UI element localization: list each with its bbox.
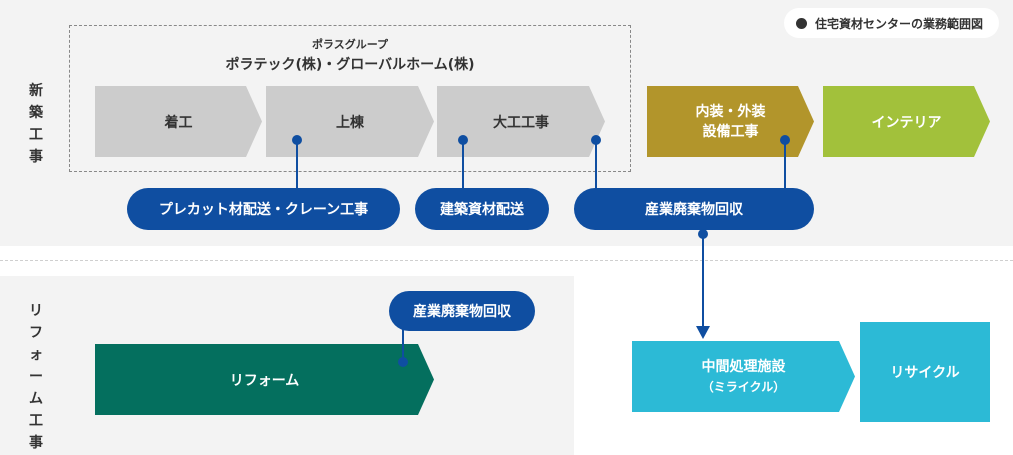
stage-naiso-label: 内装・外装 設備工事 xyxy=(696,102,766,142)
stage-processing-line1: 中間処理施設 xyxy=(701,358,786,375)
stage-reform: リフォーム xyxy=(95,344,434,415)
stage-naiso: 内装・外装 設備工事 xyxy=(647,86,814,157)
polus-group-box xyxy=(69,25,631,172)
legend-badge: 住宅資材センターの業務範囲図 xyxy=(783,8,999,38)
stage-jotou: 上棟 xyxy=(266,86,434,157)
stage-recycle-label: リサイクル xyxy=(890,365,960,381)
connector-line-waste-reform xyxy=(402,329,404,361)
stage-processing-line2: （ミライクル） xyxy=(701,379,786,394)
section-label-reform: リフォーム工事 xyxy=(29,303,43,451)
stage-jotou-label: 上棟 xyxy=(336,114,364,131)
connector-dot-waste-daiku xyxy=(591,135,601,145)
connector-line-waste-naiso xyxy=(784,140,786,190)
stage-processing-facility: 中間処理施設 （ミライクル） xyxy=(632,341,855,412)
legend-label: 住宅資材センターの業務範囲図 xyxy=(814,16,983,31)
section-label-new-construction: 新築工事 xyxy=(29,83,43,165)
stage-chakko: 着工 xyxy=(95,86,262,157)
stage-reform-label: リフォーム xyxy=(229,372,300,389)
service-waste-reform-label: 産業廃棄物回収 xyxy=(413,304,511,320)
connector-line-processing xyxy=(702,234,704,330)
stage-chakko-label: 着工 xyxy=(164,114,193,131)
connector-dot-materials xyxy=(458,135,468,145)
service-waste-reform-pill: 産業廃棄物回収 xyxy=(389,291,535,331)
section-divider xyxy=(0,260,1013,261)
stage-interior-label: インテリア xyxy=(871,114,942,131)
stage-naiso-line1: 内装・外装 xyxy=(695,103,766,120)
service-precut-pill: プレカット材配送・クレーン工事 xyxy=(127,188,400,230)
service-materials-label: 建築資材配送 xyxy=(440,202,524,218)
connector-line-precut xyxy=(296,140,298,190)
connector-dot-precut xyxy=(292,135,302,145)
connector-line-waste-daiku xyxy=(595,140,597,190)
service-materials-pill: 建築資材配送 xyxy=(415,188,549,230)
stage-interior: インテリア xyxy=(823,86,990,157)
group-title: ポラスグループ xyxy=(311,38,389,51)
service-waste-new-pill: 産業廃棄物回収 xyxy=(574,188,814,230)
stage-daiku-label: 大工工事 xyxy=(493,114,549,131)
connector-line-materials xyxy=(462,140,464,190)
stage-processing-label: 中間処理施設 （ミライクル） xyxy=(702,357,786,397)
connector-dot-waste-reform xyxy=(398,357,408,367)
service-precut-label: プレカット材配送・クレーン工事 xyxy=(158,202,369,218)
arrow-down-icon xyxy=(696,326,710,339)
service-waste-new-label: 産業廃棄物回収 xyxy=(645,202,743,218)
group-subtitle: ポラテック(株)・グローバルホーム(株) xyxy=(225,57,475,73)
stage-recycle: リサイクル xyxy=(860,322,990,422)
stage-daiku: 大工工事 xyxy=(437,86,605,157)
connector-dot-waste-naiso xyxy=(780,135,790,145)
stage-naiso-line2: 設備工事 xyxy=(702,123,759,140)
legend-dot-icon xyxy=(795,17,807,29)
